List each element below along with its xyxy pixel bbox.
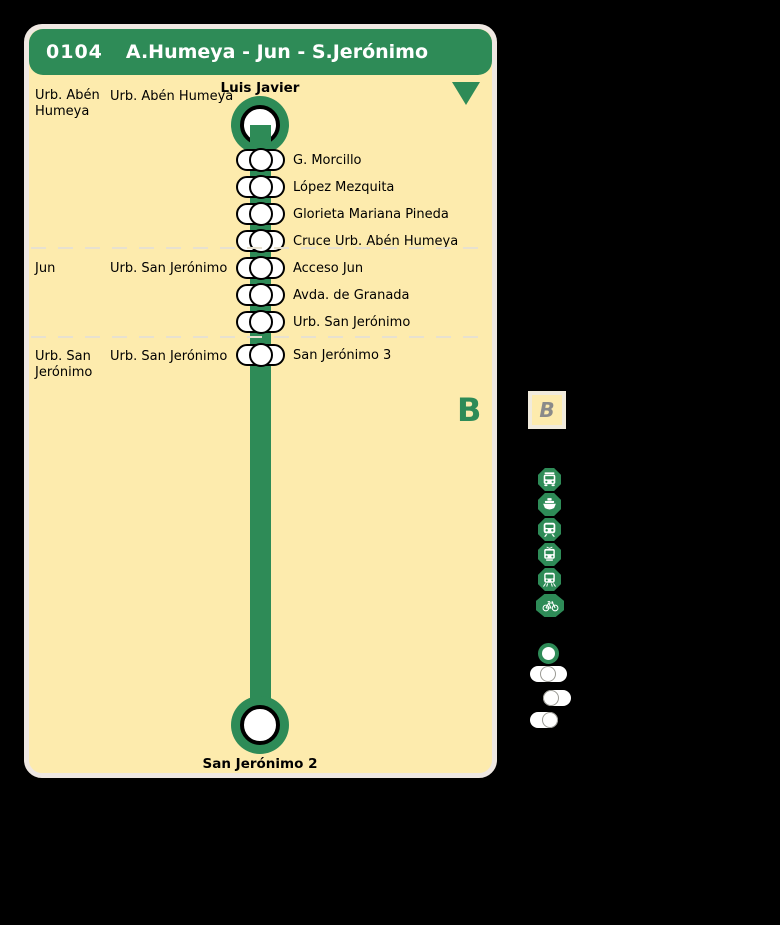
metro-icon[interactable] — [538, 568, 561, 591]
stop-label: López Mezquita — [293, 179, 395, 195]
direction-arrow-icon — [452, 82, 480, 105]
bus-icon[interactable] — [538, 468, 561, 491]
section-divider — [31, 336, 490, 338]
stop-marker — [236, 203, 285, 225]
legend-stop-one-direction-right-marker — [543, 690, 571, 706]
stop-row[interactable]: San Jerónimo 3 — [236, 344, 391, 366]
legend-terminal-marker — [538, 643, 559, 664]
fare-zone-letter: B — [457, 391, 482, 429]
tram-icon[interactable] — [538, 543, 561, 566]
stop-row[interactable]: Cruce Urb. Abén Humeya — [236, 230, 458, 252]
legend-stop-one-direction-left-marker — [530, 712, 558, 728]
stop-row[interactable]: G. Morcillo — [236, 149, 362, 171]
section-2-zone-label: Jun — [35, 261, 56, 276]
legend-stop-circle — [543, 690, 559, 706]
legend-stop-circle — [542, 712, 558, 728]
legend-stop-both-directions-marker — [530, 666, 567, 682]
stop-label: Cruce Urb. Abén Humeya — [293, 233, 459, 249]
stop-row[interactable]: López Mezquita — [236, 176, 394, 198]
fare-zone-badge-letter: B — [539, 398, 555, 422]
section-divider — [31, 247, 490, 249]
stop-row[interactable]: Acceso Jun — [236, 257, 363, 279]
origin-terminal-label: Luis Javier — [220, 80, 300, 96]
section-2-area-label: Urb. San Jerónimo — [110, 261, 228, 276]
stop-label: San Jerónimo 3 — [293, 347, 392, 363]
legend-stop-circle — [540, 666, 556, 682]
route-name: A.Humeya - Jun - S.Jerónimo — [125, 41, 429, 63]
stop-row[interactable]: Glorieta Mariana Pineda — [236, 203, 449, 225]
stop-marker — [236, 284, 285, 306]
destination-terminal-dot — [240, 705, 280, 745]
stop-row[interactable]: Urb. San Jerónimo — [236, 311, 410, 333]
section-3-zone-label: Urb. San Jerónimo — [35, 349, 93, 380]
stop-marker — [236, 230, 285, 252]
stop-marker — [236, 311, 285, 333]
route-card: 0104 A.Humeya - Jun - S.Jerónimo Luis Ja… — [24, 24, 497, 778]
bicycle-icon[interactable] — [536, 594, 564, 617]
section-1-area-label: Urb. Abén Humeya — [110, 89, 234, 104]
section-3-area-label: Urb. San Jerónimo — [110, 349, 228, 364]
stop-label: Urb. San Jerónimo — [293, 314, 411, 330]
destination-terminal-label: San Jerónimo 2 — [202, 756, 318, 772]
stop-row[interactable]: Avda. de Granada — [236, 284, 410, 306]
stop-marker — [236, 257, 285, 279]
stop-label: Glorieta Mariana Pineda — [293, 206, 449, 222]
stop-label: Avda. de Granada — [293, 287, 410, 303]
ferry-icon[interactable] — [538, 493, 561, 516]
stop-label: G. Morcillo — [293, 152, 362, 168]
section-1-zone-label: Urb. Abén Humeya — [35, 88, 100, 119]
train-icon[interactable] — [538, 518, 561, 541]
route-number: 0104 — [46, 41, 103, 63]
stop-label: Acceso Jun — [293, 260, 364, 276]
route-header: 0104 A.Humeya - Jun - S.Jerónimo — [29, 29, 492, 75]
fare-zone-badge: B — [528, 391, 566, 429]
stop-marker — [236, 344, 285, 366]
stop-marker — [236, 176, 285, 198]
stop-marker — [236, 149, 285, 171]
